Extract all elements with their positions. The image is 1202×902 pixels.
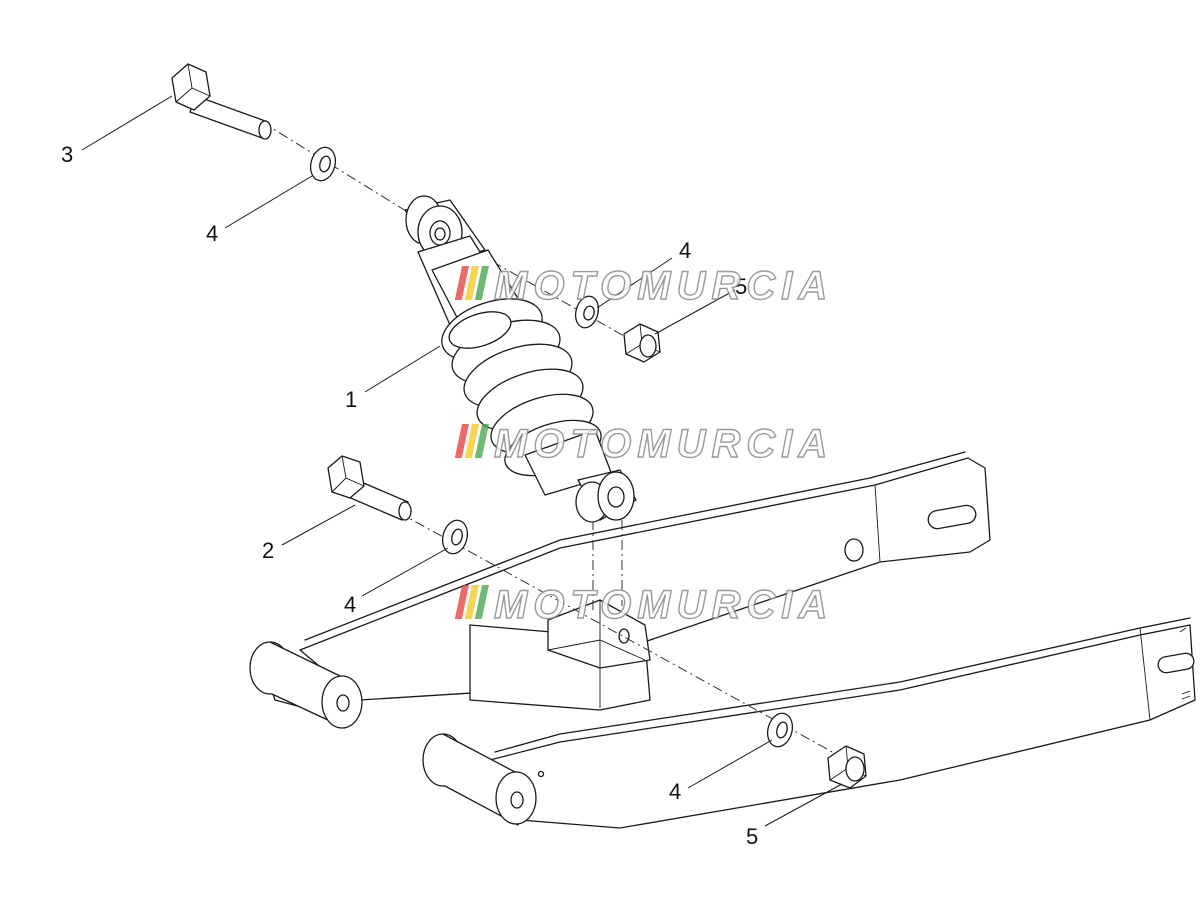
watermark-text: MOTOMURCIA [494,583,833,627]
watermark-text: MOTOMURCIA [494,264,833,308]
callout-2: 2 [262,538,274,563]
washer-4-left [441,519,469,555]
callout-1: 1 [345,387,357,412]
watermark-1: MOTOMURCIA [454,263,833,309]
washer-4-bottom [766,712,794,748]
pivot-bushing-lower [422,733,537,826]
leader-lines [81,95,843,827]
nut-5-shock [623,323,661,363]
bolt-2 [327,455,412,521]
callout-4-top: 4 [206,221,218,246]
nut-5-bottom [827,745,867,789]
swingarm [249,451,1196,829]
callout-4-bottom: 4 [669,779,681,804]
washer-4-top [309,146,337,182]
watermark-text: MOTOMURCIA [494,422,833,466]
pivot-bushing-upper [249,641,363,729]
callout-5-shock: 5 [735,274,747,299]
watermark-3: MOTOMURCIA [454,582,833,628]
callout-5-bottom: 5 [746,824,758,849]
shock-absorber [404,195,637,523]
callout-3: 3 [61,142,73,167]
washer-4-shock [574,295,600,329]
bolt-3 [171,63,272,140]
callout-labels: 3 4 1 2 4 4 5 4 5 [61,142,758,849]
callout-4-shock: 4 [679,238,691,263]
watermark-2: MOTOMURCIA [454,421,833,467]
callout-4-left: 4 [344,592,356,617]
